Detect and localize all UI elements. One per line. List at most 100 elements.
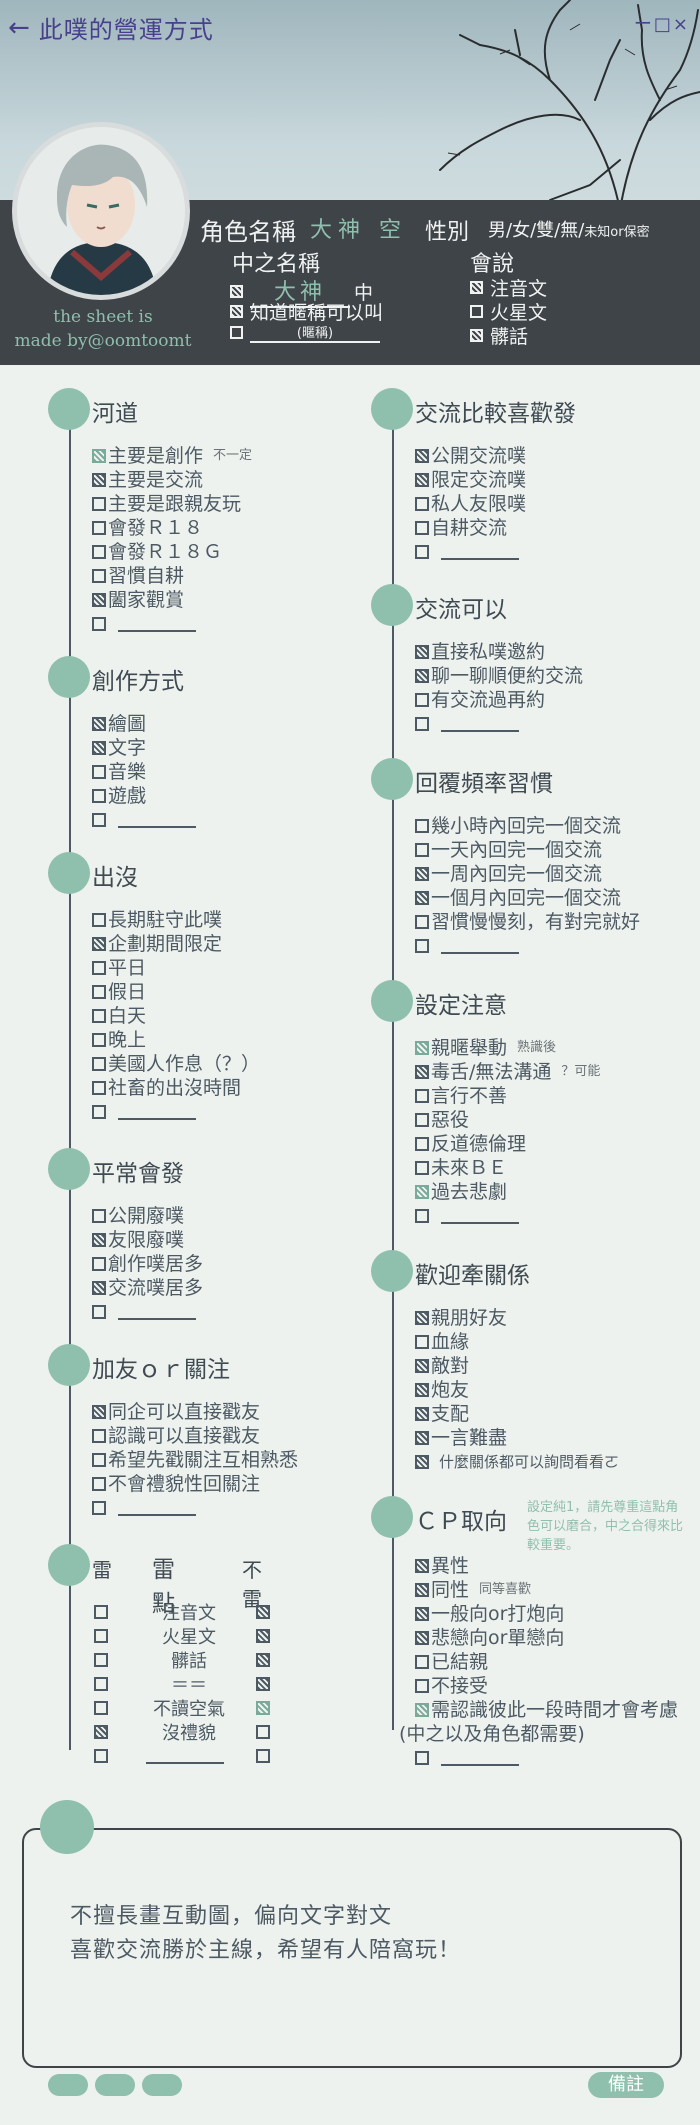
- list-item[interactable]: [415, 712, 583, 736]
- lei-checkbox[interactable]: [94, 1677, 108, 1691]
- memo-tab-2[interactable]: [95, 2074, 135, 2096]
- zhong-nick-checkbox[interactable]: [230, 305, 243, 318]
- list-item[interactable]: 假日: [92, 980, 260, 1004]
- list-item[interactable]: 創作噗居多: [92, 1252, 203, 1276]
- checkbox[interactable]: [92, 1501, 106, 1515]
- lei-checkbox[interactable]: [94, 1605, 108, 1619]
- list-item[interactable]: 長期駐守此噗: [92, 908, 260, 932]
- checkbox[interactable]: [92, 1057, 106, 1071]
- blank-field[interactable]: [146, 1762, 224, 1764]
- list-item[interactable]: [92, 1300, 203, 1324]
- checkbox[interactable]: [415, 669, 429, 683]
- list-item[interactable]: 有交流過再約: [415, 688, 583, 712]
- checkbox[interactable]: [415, 1335, 429, 1349]
- list-item[interactable]: 同企可以直接戳友: [92, 1400, 298, 1424]
- list-item[interactable]: 異性: [415, 1554, 678, 1578]
- not-lei-checkbox[interactable]: [256, 1653, 270, 1667]
- memo-tab-3[interactable]: [142, 2074, 182, 2096]
- checkbox[interactable]: [415, 1703, 429, 1717]
- list-item[interactable]: 限定交流噗: [415, 468, 526, 492]
- checkbox[interactable]: [415, 1407, 429, 1421]
- checkbox[interactable]: [92, 741, 106, 755]
- list-item[interactable]: 同性同等喜歡: [415, 1578, 678, 1602]
- list-item[interactable]: 支配: [415, 1402, 619, 1426]
- list-item[interactable]: 言行不善: [415, 1084, 600, 1108]
- speak-checkbox[interactable]: [470, 281, 483, 294]
- memo-button[interactable]: 備註: [588, 2072, 664, 2098]
- checkbox[interactable]: [415, 645, 429, 659]
- list-item[interactable]: 會發Ｒ１８Ｇ: [92, 540, 252, 564]
- blank-field[interactable]: [441, 1750, 519, 1766]
- list-item[interactable]: [415, 540, 526, 564]
- checkbox[interactable]: [92, 1233, 106, 1247]
- checkbox[interactable]: [415, 449, 429, 463]
- checkbox[interactable]: [92, 937, 106, 951]
- checkbox[interactable]: [415, 843, 429, 857]
- list-item[interactable]: 交流噗居多: [92, 1276, 203, 1300]
- checkbox[interactable]: [415, 521, 429, 535]
- checkbox[interactable]: [92, 1281, 106, 1295]
- checkbox[interactable]: [92, 569, 106, 583]
- checkbox[interactable]: [92, 813, 106, 827]
- checkbox[interactable]: [92, 1405, 106, 1419]
- blank-field[interactable]: [118, 1500, 196, 1516]
- checkbox[interactable]: [415, 1559, 429, 1573]
- list-item[interactable]: 一天內回完一個交流: [415, 838, 640, 862]
- window-controls[interactable]: ー□×: [633, 14, 690, 35]
- not-lei-checkbox[interactable]: [256, 1701, 270, 1715]
- checkbox[interactable]: [415, 1185, 429, 1199]
- list-item[interactable]: 親暱舉動熟識後: [415, 1036, 600, 1060]
- list-item[interactable]: 公開交流噗: [415, 444, 526, 468]
- list-item[interactable]: 悲戀向or單戀向: [415, 1626, 678, 1650]
- checkbox[interactable]: [415, 1311, 429, 1325]
- checkbox[interactable]: [92, 449, 106, 463]
- list-item[interactable]: 文字: [92, 736, 196, 760]
- list-item[interactable]: 敵對: [415, 1354, 619, 1378]
- checkbox[interactable]: [92, 1009, 106, 1023]
- list-item[interactable]: 企劃期間限定: [92, 932, 260, 956]
- list-item[interactable]: 自耕交流: [415, 516, 526, 540]
- list-item[interactable]: 會發Ｒ１８: [92, 516, 252, 540]
- checkbox[interactable]: [415, 1209, 429, 1223]
- checkbox[interactable]: [415, 1359, 429, 1373]
- list-item[interactable]: 一個月內回完一個交流: [415, 886, 640, 910]
- list-item[interactable]: [92, 612, 252, 636]
- list-item[interactable]: 私人友限噗: [415, 492, 526, 516]
- not-lei-checkbox[interactable]: [256, 1749, 270, 1763]
- checkbox[interactable]: [415, 545, 429, 559]
- list-item[interactable]: 直接私噗邀約: [415, 640, 583, 664]
- list-item[interactable]: 一般向or打炮向: [415, 1602, 678, 1626]
- checkbox[interactable]: [415, 867, 429, 881]
- checkbox[interactable]: [415, 717, 429, 731]
- checkbox[interactable]: [92, 617, 106, 631]
- list-item[interactable]: 音樂: [92, 760, 196, 784]
- list-item[interactable]: 主要是跟親友玩: [92, 492, 252, 516]
- checkbox[interactable]: [415, 1089, 429, 1103]
- checkbox[interactable]: [415, 693, 429, 707]
- zhong-name-checkbox[interactable]: [230, 284, 243, 298]
- checkbox[interactable]: [415, 915, 429, 929]
- list-item[interactable]: 美國人作息（？）: [92, 1052, 260, 1076]
- checkbox[interactable]: [415, 1383, 429, 1397]
- checkbox[interactable]: [415, 1065, 429, 1079]
- list-item[interactable]: 主要是交流: [92, 468, 252, 492]
- checkbox[interactable]: [92, 1105, 106, 1119]
- list-item[interactable]: 習慣慢慢刻，有對完就好: [415, 910, 640, 934]
- lei-checkbox[interactable]: [94, 1629, 108, 1643]
- lei-checkbox[interactable]: [94, 1653, 108, 1667]
- checkbox[interactable]: [415, 1161, 429, 1175]
- list-item[interactable]: 闔家觀賞: [92, 588, 252, 612]
- checkbox[interactable]: [415, 819, 429, 833]
- not-lei-checkbox[interactable]: [256, 1725, 270, 1739]
- list-item[interactable]: 毒舌/無法溝通？可能: [415, 1060, 600, 1084]
- zhong-nickname-field[interactable]: (暱稱): [250, 322, 380, 343]
- list-item[interactable]: 一言難盡: [415, 1426, 619, 1450]
- checkbox[interactable]: [415, 1751, 429, 1765]
- blank-field[interactable]: [118, 1104, 196, 1120]
- checkbox[interactable]: [92, 1429, 106, 1443]
- checkbox[interactable]: [415, 1631, 429, 1645]
- back-arrow-icon[interactable]: ←: [8, 12, 31, 43]
- list-item[interactable]: 過去悲劇: [415, 1180, 600, 1204]
- checkbox[interactable]: [415, 1041, 429, 1055]
- checkbox[interactable]: [92, 1305, 106, 1319]
